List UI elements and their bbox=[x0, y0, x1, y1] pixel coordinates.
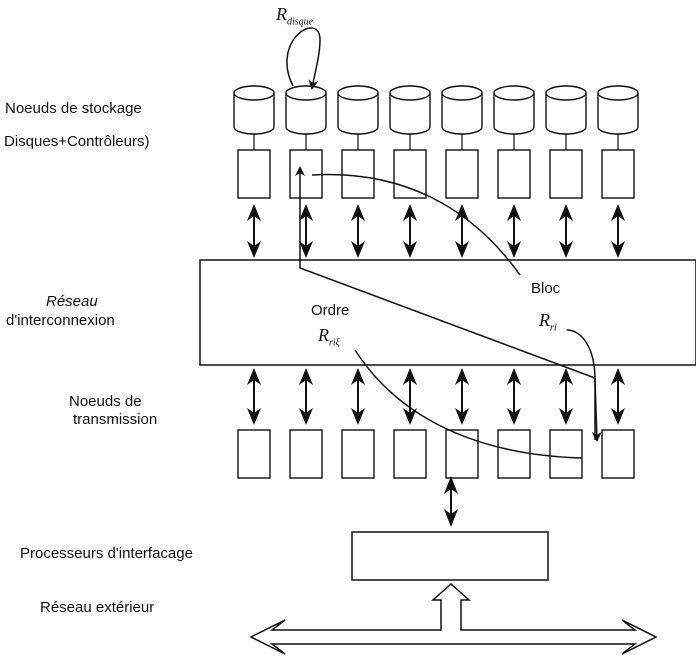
transmission-sublabel: transmission bbox=[73, 411, 158, 428]
disk-cylinder bbox=[493, 85, 535, 135]
interconnection-network bbox=[199, 259, 696, 366]
controller-box bbox=[393, 149, 427, 199]
storage-link-arrow bbox=[403, 204, 417, 258]
transmission-node-box bbox=[497, 429, 531, 479]
transmission-node-box bbox=[341, 429, 375, 479]
disk-cylinder bbox=[233, 85, 275, 135]
r-rixi-label: Rriξ bbox=[318, 325, 340, 349]
controller-box bbox=[445, 149, 479, 199]
external-network-arrow bbox=[249, 582, 658, 655]
transmission-link-arrow bbox=[247, 368, 261, 425]
disk-cylinder bbox=[597, 85, 639, 135]
transmission-node-box bbox=[393, 429, 427, 479]
transmission-link-arrow bbox=[403, 368, 417, 425]
transmission-link-arrow bbox=[299, 368, 313, 425]
ordre-path bbox=[295, 166, 596, 440]
controller-box bbox=[237, 149, 271, 199]
controller-box bbox=[601, 149, 635, 199]
transmission-node-box bbox=[549, 429, 583, 479]
storage-network-links bbox=[247, 204, 625, 258]
transmission-link-arrow bbox=[611, 368, 625, 425]
interface-link bbox=[444, 476, 458, 527]
controller-box bbox=[497, 149, 531, 199]
storage-disks bbox=[233, 85, 639, 135]
interface-processors-label: Processeurs d'interfacage bbox=[20, 545, 193, 562]
storage-link-arrow bbox=[351, 204, 365, 258]
storage-nodes-label: Noeuds de stockage bbox=[5, 100, 142, 117]
storage-link-arrow bbox=[455, 204, 469, 258]
disk-controllers bbox=[237, 134, 635, 199]
external-network-label: Réseau extérieur bbox=[40, 599, 155, 616]
disk-cylinder bbox=[337, 85, 379, 135]
controller-box bbox=[341, 149, 375, 199]
transmission-link-arrow bbox=[507, 368, 521, 425]
transmission-link-arrow bbox=[559, 368, 573, 425]
interface-processor bbox=[351, 531, 549, 581]
network-transmission-links bbox=[247, 368, 625, 425]
disk-cylinder bbox=[285, 85, 327, 135]
disk-cylinder bbox=[389, 85, 431, 135]
bloc-label: Bloc bbox=[531, 280, 561, 297]
transmission-link-arrow bbox=[455, 368, 469, 425]
storage-link-arrow bbox=[299, 204, 313, 258]
r-disque-label: Rdisque bbox=[276, 4, 314, 28]
storage-link-arrow bbox=[559, 204, 573, 258]
transmission-node-box bbox=[237, 429, 271, 479]
r-ri-arrow bbox=[566, 329, 602, 442]
ordre-label: Ordre bbox=[311, 302, 350, 319]
r-disque-loop-arrow bbox=[286, 27, 321, 90]
controller-box bbox=[549, 149, 583, 199]
storage-link-arrow bbox=[507, 204, 521, 258]
r-rixi-curve bbox=[354, 349, 583, 459]
transmission-label: Noeuds de bbox=[69, 393, 142, 410]
storage-link-arrow bbox=[611, 204, 625, 258]
network-sublabel: d'interconnexion bbox=[6, 312, 115, 329]
transmission-link-arrow bbox=[351, 368, 365, 425]
transmission-node-box bbox=[289, 429, 323, 479]
transmission-node-box bbox=[445, 429, 479, 479]
storage-link-arrow bbox=[247, 204, 261, 258]
storage-nodes-sublabel: Disques+Contrôleurs) bbox=[4, 133, 150, 150]
transmission-nodes bbox=[237, 429, 635, 479]
disk-cylinder bbox=[545, 85, 587, 135]
disk-cylinder bbox=[441, 85, 483, 135]
transmission-node-box bbox=[601, 429, 635, 479]
bloc-curve bbox=[311, 173, 521, 276]
r-ri-label: Rri bbox=[539, 310, 557, 334]
network-label: Réseau bbox=[46, 293, 98, 310]
